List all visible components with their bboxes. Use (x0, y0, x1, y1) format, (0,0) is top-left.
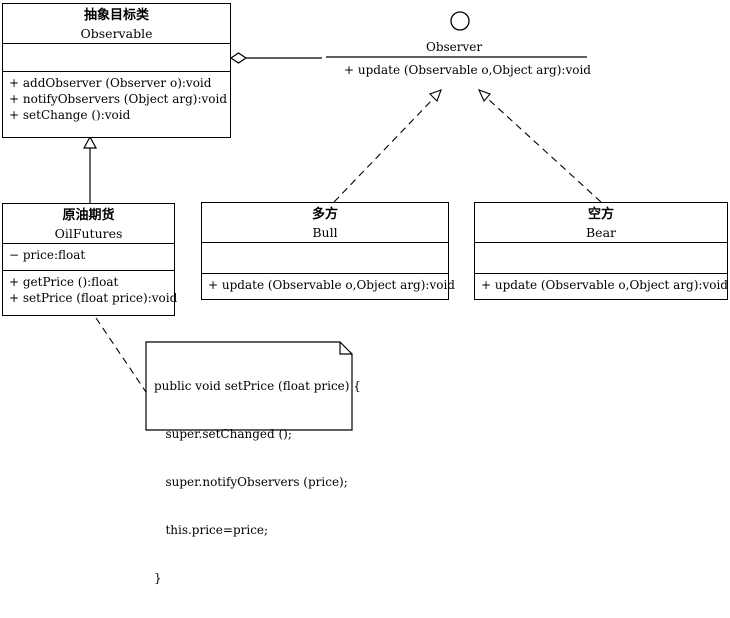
set-price-note: public void setPrice (float price) { sup… (146, 342, 361, 585)
note-line: public void setPrice (float price) { (154, 379, 361, 393)
note-line: super.notifyObservers (price); (154, 475, 348, 489)
oil-futures-name-en: OilFutures (54, 226, 123, 241)
note-connector-line (95, 317, 149, 396)
observer-operation: + update (Observable o,Object arg):void (344, 63, 591, 77)
bull-class-header: 多方 Bull (202, 203, 448, 243)
bear-name-cn: 空方 (587, 207, 614, 222)
diagram-connectors (82, 11, 602, 431)
bear-name-en: Bear (585, 225, 616, 240)
aggregation-diamond-icon (229, 52, 248, 64)
bull-realization-arrow-icon (429, 89, 442, 102)
bull-attributes (202, 243, 448, 274)
oil-futures-class: 原油期货 OilFutures − price:float + getPrice… (2, 203, 178, 316)
oil-futures-operation: + setPrice (float price):void (9, 291, 178, 305)
observable-class: 抽象目标类 Observable + addObserver (Observer… (2, 3, 231, 138)
bear-attributes (475, 243, 727, 274)
observer-interface-name: Observer (426, 40, 483, 54)
note-shape (145, 341, 353, 431)
observable-operation: + addObserver (Observer o):void (9, 76, 212, 90)
bull-operations: + update (Observable o,Object arg):void (202, 274, 455, 296)
observable-operations: + addObserver (Observer o):void + notify… (3, 72, 230, 126)
note-fold-corner (339, 342, 352, 355)
oil-futures-attributes: − price:float (3, 244, 174, 271)
interface-circle-icon (450, 11, 470, 31)
oil-futures-name-cn: 原油期货 (62, 208, 115, 223)
oil-futures-operations: + getPrice ():float + setPrice (float pr… (3, 271, 178, 309)
uml-class-diagram: 抽象目标类 Observable + addObserver (Observer… (2, 3, 728, 585)
observable-operation: + notifyObservers (Object arg):void (9, 92, 228, 106)
bull-name-cn: 多方 (311, 207, 338, 222)
note-line: } (154, 571, 162, 585)
oil-futures-attribute: − price:float (9, 248, 86, 262)
observable-operation: + setChange ():void (9, 108, 131, 122)
oil-futures-class-header: 原油期货 OilFutures (3, 204, 174, 244)
bear-class: 空方 Bear + update (Observable o,Object ar… (474, 202, 728, 300)
bear-realization-arrow-icon (477, 89, 491, 103)
bear-operations: + update (Observable o,Object arg):void (475, 274, 728, 296)
bull-realization-line (333, 97, 435, 203)
bear-realization-line (486, 97, 602, 203)
bull-class: 多方 Bull + update (Observable o,Object ar… (201, 202, 455, 300)
generalization-arrow-icon (82, 135, 98, 149)
observable-name-en: Observable (80, 26, 153, 41)
bull-name-en: Bull (312, 225, 338, 240)
oil-futures-operation: + getPrice ():float (9, 275, 119, 289)
bear-class-header: 空方 Bear (475, 203, 727, 243)
note-line: super.setChanged (); (154, 427, 292, 441)
bear-operation: + update (Observable o,Object arg):void (481, 278, 728, 292)
observable-attributes (3, 44, 230, 72)
bull-operation: + update (Observable o,Object arg):void (208, 278, 455, 292)
note-line: this.price=price; (154, 523, 269, 537)
observable-class-header: 抽象目标类 Observable (3, 4, 230, 44)
observable-name-cn: 抽象目标类 (83, 8, 149, 23)
